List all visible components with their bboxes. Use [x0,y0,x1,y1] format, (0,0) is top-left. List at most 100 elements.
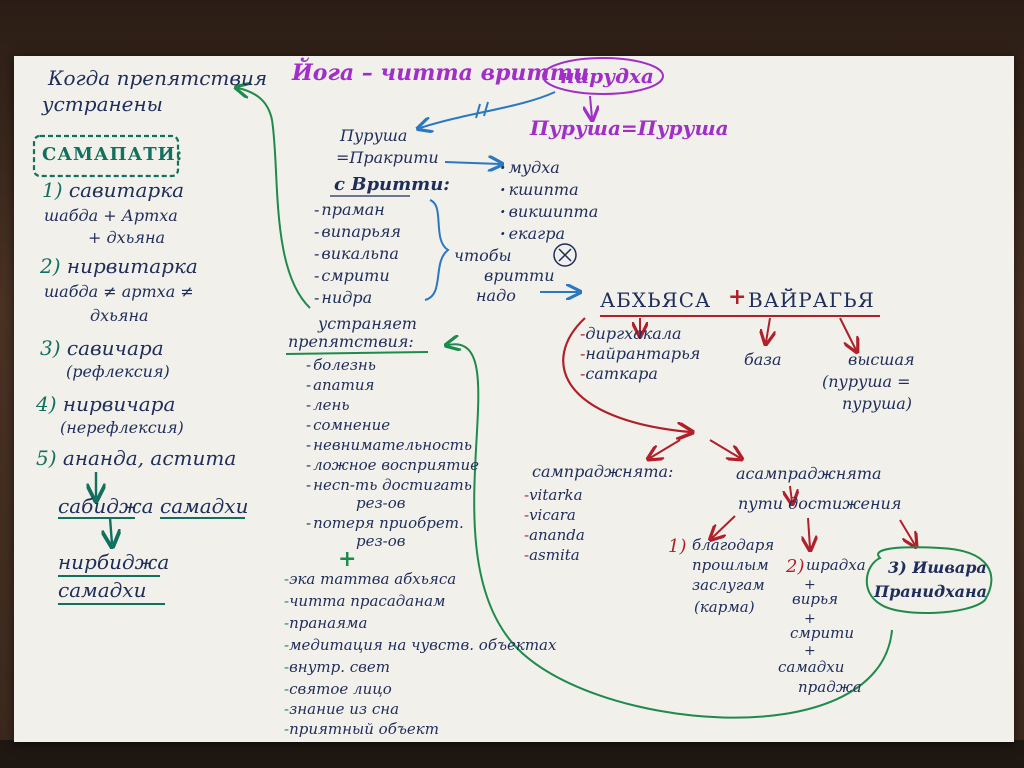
obstacle-item-cont: рез-ов [356,494,406,512]
obstacle-item: апатия [306,378,374,393]
table-edge [0,740,1024,768]
practice-label: читта прасаданам [289,592,446,610]
item3-num: 3) [40,336,61,360]
abhyasa-item: -найрантарья [580,344,701,363]
abhyasa-label: АБХЬЯСА [600,288,712,312]
way2-line: + [804,577,816,593]
abhyasa-item-label: найрантарья [585,344,701,363]
asampradzhnyata-label: асампраджнята [736,464,882,483]
nirbija-label: нирбиджа [58,550,170,574]
obstacle-item-cont: рез-ов [356,532,406,550]
plus-sign: + [338,546,357,572]
way2-line: шрадха [806,556,866,574]
purusha-line2: =Пракрити [336,148,439,167]
practice-item: -пранаяма [284,614,368,632]
practice-item: -приятный объект [284,720,439,738]
title-nirudha: нирудха [560,64,654,88]
way2-line: праджа [798,678,862,696]
abhyasa-item-label: саткара [585,364,658,383]
obstacle-item: сомнение [306,418,390,433]
state-item: викшипта [500,204,599,220]
purusha-line1: Пуруша [340,126,408,145]
practice-label: святое лицо [289,680,392,698]
abhyasa-item-label: диргхакала [585,324,682,343]
sampr-item: -ananda [524,526,585,544]
item1-l3: + дхьяна [88,228,166,247]
item1-l1: савитарка [68,178,185,202]
removes-line1: устраняет [318,314,417,333]
abhyasa-item: -саткара [580,364,658,383]
way1-num: 1) [668,536,687,557]
sabija-label: сабиджа [58,494,154,518]
way2-line: вирья [792,590,839,608]
practice-item: -знание из сна [284,700,400,718]
left-header-line1: Когда препятствия [48,66,268,90]
way2-num: 2) [786,556,805,577]
practice-label: эка таттва абхьяса [289,570,457,588]
practice-label: пранаяма [289,614,368,632]
samadhi-label-2: самадхи [58,578,147,602]
way1-line: благодаря [692,536,775,554]
practice-item: -эка таттва абхьяса [284,570,457,588]
state-item: мудха [500,160,560,176]
item4-l2: (нерефлексия) [60,418,184,437]
obstacle-item: несп-ть достигать [306,478,472,493]
item2-l2: шабда ≠ артха ≠ [44,282,194,301]
obstacle-item: потеря приобрет. [306,516,464,531]
title-yoga: Йога – читта вритти [292,60,589,86]
vritti-item: праман [314,202,384,218]
item3-l2: (рефлексия) [66,362,170,381]
item1-num: 1) [42,178,63,202]
item1-l2: шабда + Артха [44,206,178,225]
vritti-item: нидра [314,290,372,306]
item4-num: 4) [36,392,57,416]
chtoby-label: чтобы [454,246,512,265]
practice-label: приятный объект [289,720,439,738]
sampr-item: -vitarka [524,486,583,504]
item5-num: 5) [36,446,57,470]
practice-label: знание из сна [289,700,400,718]
purusha-equals-purusha: Пуруша=Пуруша [530,116,729,140]
ways-label: пути достижения [738,494,902,513]
item4-l1: нирвичара [62,392,176,416]
vairagya-label: ВАЙРАГЬЯ [748,288,875,312]
left-header-line2: устранены [42,92,163,116]
practice-item: -святое лицо [284,680,392,698]
vritti-item: викальпа [314,246,398,262]
practice-label: медитация на чувств. объектах [289,636,557,654]
state-item: екагра [500,226,565,242]
samadhi-label-1: самадхи [160,494,249,518]
practice-item: -внутр. свет [284,658,390,676]
abhyasa-item: -диргхакала [580,324,682,343]
way3-line1: 3) Ишвара [888,558,987,577]
sampr-item-label: ananda [529,526,585,544]
item2-l1: нирвитарка [66,254,198,278]
with-vritti: с Вритти: [334,174,450,195]
vairagya-base: базa [744,350,782,369]
abhyasa-plus: + [728,284,748,310]
practice-item: -читта прасаданам [284,592,446,610]
state-item: кшипта [500,182,579,198]
item2-l3: дхьяна [90,306,149,325]
sampr-item-label: asmita [529,546,580,564]
way2-line: + [804,643,816,659]
samapatti-label: САМАПАТИ: [42,144,184,165]
vritti-nado-2: надо [476,286,516,305]
obstacle-item: ложное восприятие [306,458,479,473]
way2-line: самадхи [778,658,845,676]
practice-label: внутр. свет [289,658,390,676]
vritti-item: смрити [314,268,389,284]
sampr-item: -vicara [524,506,576,524]
obstacle-item: болезнь [306,358,376,373]
item2-num: 2) [40,254,61,278]
way3-line2: Пранидхана [874,582,988,601]
removes-line2: препятствия: [288,332,414,351]
item5-l1: ананда, астита [62,446,237,470]
vairagya-higher-l3: пуруша) [842,394,913,413]
vritti-item: випарьяя [314,224,401,240]
sampr-item-label: vitarka [529,486,583,504]
practice-item: -медитация на чувств. объектах [284,636,557,654]
way2-line: + [804,611,816,627]
obstacle-item: лень [306,398,349,413]
sampr-item: -asmita [524,546,580,564]
